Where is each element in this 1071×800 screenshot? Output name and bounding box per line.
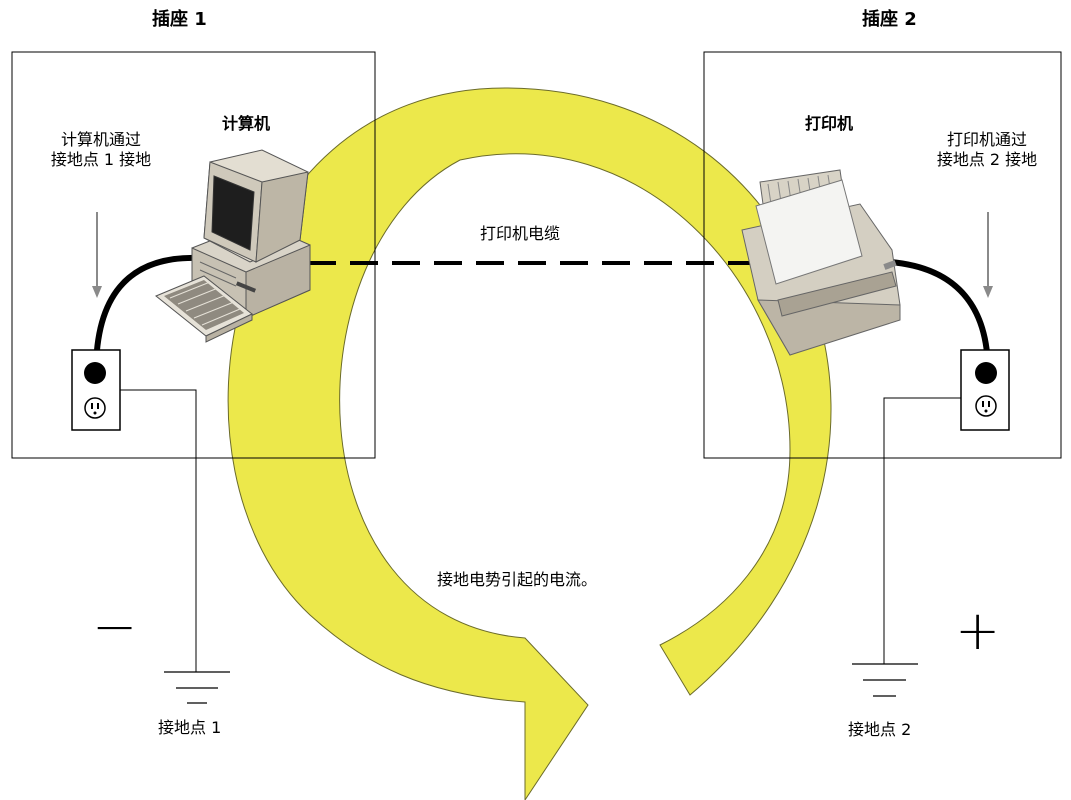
ground-1-polarity: − — [92, 595, 138, 658]
computer-ground-note: 计算机通过 接地点 1 接地 — [36, 130, 166, 170]
pointer-arrow-1 — [92, 212, 102, 298]
outlet-1-box — [11, 51, 376, 459]
current-flow-arrow — [227, 87, 832, 800]
outlet-2-title: 插座 2 — [862, 9, 917, 30]
printer-ground-note-line1: 打印机通过 — [946, 130, 1027, 149]
ground-symbol-2 — [852, 663, 918, 697]
ground-symbol-1 — [164, 671, 230, 704]
computer-ground-note-line2: 接地点 1 接地 — [50, 150, 152, 169]
wall-outlet-1 — [71, 349, 121, 431]
computer-ground-note-line1: 计算机通过 — [60, 130, 141, 149]
outlet-2-box — [703, 51, 1062, 459]
printer-ground-note-line2: 接地点 2 接地 — [936, 150, 1038, 169]
ground-2-label: 接地点 2 — [848, 720, 912, 739]
current-label: 接地电势引起的电流。 — [437, 570, 598, 589]
printer-cable-label: 打印机电缆 — [480, 224, 561, 243]
computer-label: 计算机 — [222, 114, 271, 133]
pointer-arrow-2 — [983, 212, 993, 298]
printer-icon — [741, 169, 901, 356]
printer-ground-note: 打印机通过 接地点 2 接地 — [922, 130, 1052, 170]
wall-outlet-2 — [960, 349, 1010, 431]
ground-1-label: 接地点 1 — [158, 718, 222, 737]
ground-2-polarity: + — [955, 599, 1001, 662]
outlet-1-title: 插座 1 — [152, 9, 207, 30]
computer-power-cord — [93, 254, 201, 373]
ground-wire-1 — [120, 389, 197, 672]
computer-icon — [155, 149, 311, 343]
printer-label: 打印机 — [805, 114, 854, 133]
ground-wire-2 — [883, 397, 961, 664]
